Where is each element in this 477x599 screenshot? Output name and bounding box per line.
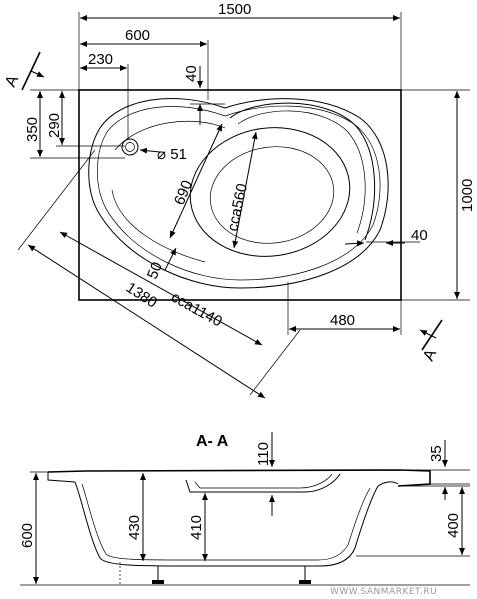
basin-oval: [189, 127, 351, 257]
watermark: WWW.SANMARKET.RU: [330, 587, 437, 597]
dim-430: 430: [126, 515, 143, 540]
section-mark-bottom: A: [420, 347, 440, 364]
section-view: A- A 110 35 600 430: [19, 432, 470, 597]
drain-icon: [121, 138, 139, 156]
dim-1500: 1500: [218, 1, 251, 18]
section-body: [74, 481, 379, 567]
dim-410: 410: [188, 515, 205, 540]
backrest-shell: [229, 102, 376, 241]
dim-40-right: 40: [411, 227, 428, 244]
section-rim: [47, 469, 431, 487]
dim-cca1140: cca1140: [168, 289, 225, 331]
plan-view: 1500 600 230 40 A 1000 350 290 ⌀ 51: [2, 1, 476, 399]
dim-1000: 1000: [459, 179, 476, 212]
dim-230: 230: [88, 51, 113, 68]
dim-600: 600: [125, 27, 150, 44]
section-mark-top: A: [2, 73, 22, 90]
dim-400: 400: [445, 513, 462, 538]
section-title: A- A: [196, 433, 229, 450]
tub-rim-contour: [88, 98, 389, 289]
dim-35: 35: [428, 445, 445, 462]
dim-110: 110: [255, 442, 272, 466]
basin-floor: [209, 146, 335, 244]
dim-350: 350: [24, 117, 41, 142]
dim-40-top: 40: [183, 65, 200, 82]
dim-480: 480: [330, 312, 355, 329]
dim-290: 290: [46, 113, 63, 138]
dim-50: 50: [144, 260, 166, 282]
dim-600-section: 600: [19, 523, 36, 548]
tub-inner-contour: [97, 105, 381, 281]
dim-drain: ⌀ 51: [157, 146, 187, 163]
dim-cca560: cca560: [224, 182, 251, 233]
dim-1380: 1380: [123, 279, 160, 311]
